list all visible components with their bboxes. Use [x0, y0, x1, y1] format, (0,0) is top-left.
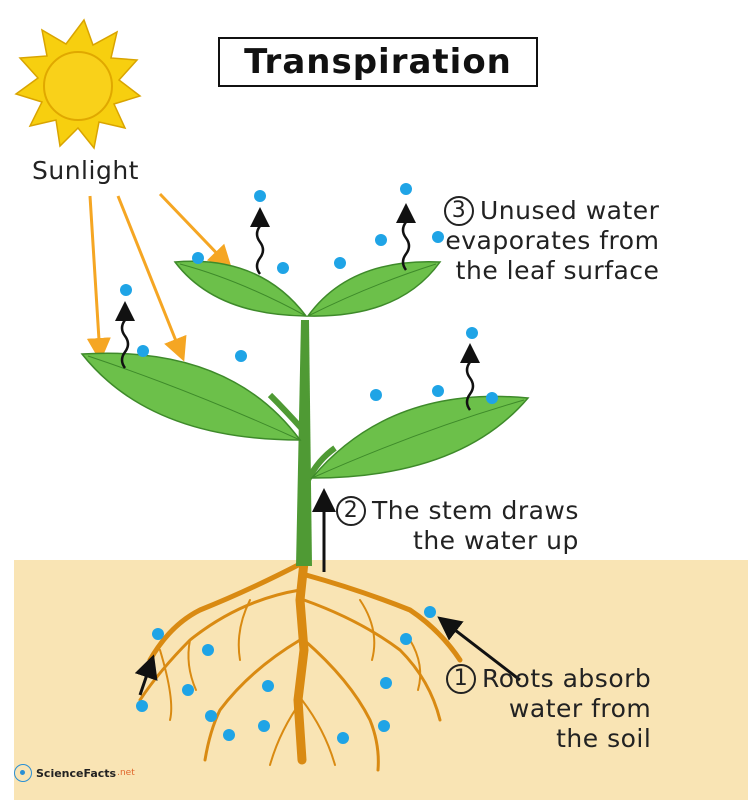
sun-icon [14, 18, 142, 150]
leaf-top-right [306, 261, 442, 317]
sunlight-arrows [86, 192, 233, 362]
step-number: 1 [446, 664, 476, 694]
stem [267, 320, 337, 566]
step-number: 3 [444, 196, 474, 226]
roots [138, 557, 463, 772]
step-number: 2 [336, 496, 366, 526]
atom-icon [14, 764, 32, 782]
leaf-top-left [173, 260, 308, 317]
brand-watermark: ScienceFacts.net [14, 764, 135, 782]
page-title: Transpiration [244, 42, 512, 82]
flow-arrows [134, 488, 521, 696]
vapor-arrows [115, 203, 480, 411]
sunlight-label: Sunlight [32, 156, 139, 185]
leaves [80, 260, 530, 479]
leaf-left [80, 352, 302, 441]
leaf-right [310, 395, 530, 479]
title-box: Transpiration [218, 37, 538, 87]
water-droplets [120, 183, 498, 744]
